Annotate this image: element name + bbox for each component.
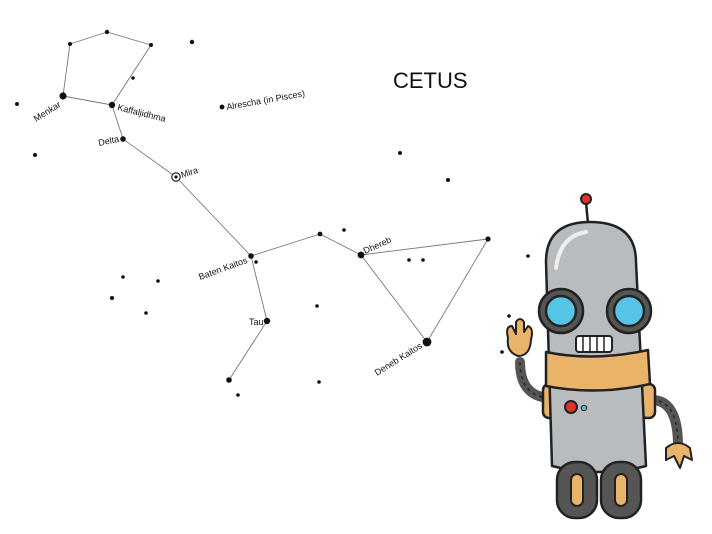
field-star xyxy=(446,178,450,182)
robot-left-wheel-hub xyxy=(570,473,584,507)
label-baten-kaitos: Baten Kaitos xyxy=(197,255,249,282)
star-head-upper-left xyxy=(68,42,72,46)
robot-antenna-stem xyxy=(584,201,590,225)
robot-left-eye-lens xyxy=(544,294,578,328)
line-kaffaljidhma-delta xyxy=(111,104,124,140)
field-star xyxy=(398,151,402,155)
robot-waving-icon xyxy=(506,193,693,520)
field-star xyxy=(189,39,195,45)
line-upper-head xyxy=(69,31,108,45)
robot-right-wheel-hub xyxy=(614,473,628,507)
line-tau-lower xyxy=(228,320,268,381)
line-mira-baten-kaitos xyxy=(175,176,252,257)
robot-teeth xyxy=(582,336,605,352)
star-dhereb xyxy=(357,251,365,259)
field-star xyxy=(526,254,530,258)
field-star xyxy=(500,350,504,354)
label-alrescha: Alrescha (in Pisces) xyxy=(226,88,306,112)
robot-left-hand-icon xyxy=(506,318,533,357)
field-star xyxy=(317,380,321,384)
field-star xyxy=(507,314,511,318)
star-mira xyxy=(171,172,181,182)
line-head-top xyxy=(106,31,152,46)
field-star xyxy=(407,258,411,262)
field-star xyxy=(156,279,160,283)
field-star xyxy=(315,304,319,308)
constellation-stars xyxy=(59,29,491,383)
label-delta: Delta xyxy=(97,134,120,148)
field-star xyxy=(33,153,37,157)
label-menkar: Menkar xyxy=(32,99,63,123)
field-star xyxy=(144,311,148,315)
constellation-title: CETUS xyxy=(393,68,468,93)
constellation-lines xyxy=(62,31,489,381)
line-menkar-kaffaljidhma xyxy=(62,95,113,106)
label-deneb-kaitos: Deneb Kaitos xyxy=(373,340,425,377)
field-star xyxy=(421,258,425,262)
field-star xyxy=(131,76,135,80)
line-head-right xyxy=(111,44,152,106)
star-lower-tail xyxy=(226,377,232,383)
star-head-top xyxy=(104,29,110,35)
star-menkar xyxy=(59,92,67,100)
field-star xyxy=(342,228,346,232)
star-head-right xyxy=(149,43,153,47)
line-iota-deneb-kaitos xyxy=(426,238,489,343)
label-tau: Tau xyxy=(249,317,264,327)
line-dhereb-deneb-kaitos xyxy=(360,254,428,343)
robot-mouth xyxy=(575,335,613,353)
star-delta xyxy=(120,136,126,142)
robot-collar xyxy=(544,348,652,392)
label-kaffaljidhma: Kaffaljidhma xyxy=(117,102,167,124)
field-star xyxy=(15,102,19,106)
field-star xyxy=(254,260,258,264)
star-labels: Menkar Kaffaljidhma Alrescha (in Pisces)… xyxy=(32,88,425,377)
field-stars xyxy=(15,39,530,397)
star-kaffaljidhma xyxy=(108,101,116,109)
field-star xyxy=(121,275,125,279)
robot-chest-button-icon xyxy=(564,400,578,414)
star-tau xyxy=(263,317,271,325)
line-delta-mira xyxy=(122,138,177,178)
line-baten-kaitos-eta xyxy=(250,233,321,257)
robot-right-claw-icon xyxy=(665,442,693,469)
robot-right-eye-lens xyxy=(612,294,646,328)
star-baten-kaitos xyxy=(248,253,254,259)
star-eta xyxy=(317,231,323,237)
line-dhereb-iota xyxy=(360,238,489,256)
field-star xyxy=(110,296,114,300)
label-mira: Mira xyxy=(180,165,200,180)
robot-chest-light-icon xyxy=(580,404,588,412)
line-eta-dhereb xyxy=(319,233,362,256)
star-alrescha xyxy=(219,104,225,110)
robot-body-shine xyxy=(554,230,588,270)
robot-right-arm-outline xyxy=(651,399,679,447)
mira-core-icon xyxy=(174,175,178,179)
line-menkar-alpha-upper xyxy=(62,43,71,97)
field-star xyxy=(236,393,240,397)
star-deneb-kaitos xyxy=(422,337,432,347)
robot-antenna-bulb-icon xyxy=(580,193,592,205)
line-baten-kaitos-tau xyxy=(250,255,268,322)
star-iota xyxy=(485,236,491,242)
